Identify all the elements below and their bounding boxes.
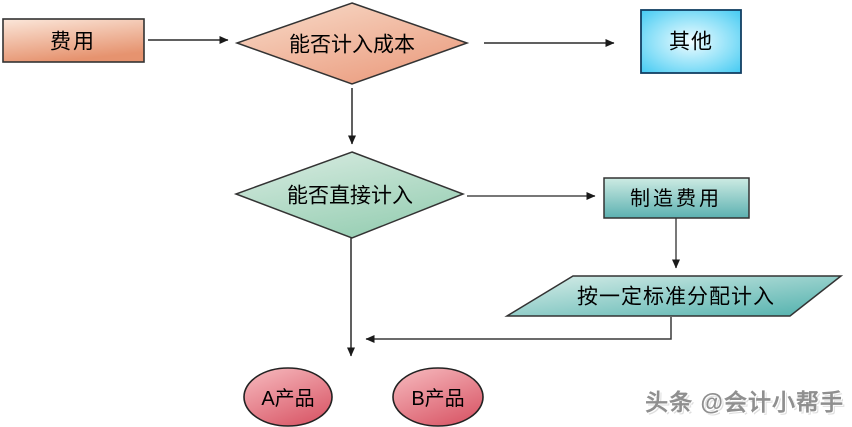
node-can-direct-include: 能否直接计入 xyxy=(233,151,466,239)
node-allocate-by-standard: 按一定标准分配计入 xyxy=(504,275,844,317)
node-product-b: B产品 xyxy=(392,367,484,427)
can-include-cost-shape xyxy=(234,2,470,85)
can-include-cost-label: 能否计入成本 xyxy=(289,34,415,57)
can-direct-include-shape xyxy=(233,151,466,239)
manufacturing-expense-label: 制造费用 xyxy=(630,187,722,210)
product-b-shape xyxy=(392,367,484,427)
other-label: 其他 xyxy=(669,31,713,54)
other-shape xyxy=(640,9,742,74)
node-can-include-cost: 能否计入成本 xyxy=(234,2,470,85)
allocate-by-standard-shape xyxy=(504,275,844,317)
node-manufacturing-expense: 制造费用 xyxy=(603,177,750,219)
product-b-label: B产品 xyxy=(411,387,464,410)
can-direct-include-label: 能否直接计入 xyxy=(287,185,413,208)
node-expense: 费用 xyxy=(2,18,145,63)
allocate-by-standard-label: 按一定标准分配计入 xyxy=(577,286,775,309)
watermark-text: 头条 @会计小帮手 xyxy=(645,389,844,415)
expense-shape xyxy=(2,18,145,63)
edge-allocate-to-products xyxy=(365,317,672,343)
manufacturing-expense-shape xyxy=(603,177,750,219)
product-a-shape xyxy=(243,367,333,427)
node-product-a: A产品 xyxy=(243,367,333,427)
product-a-label: A产品 xyxy=(261,387,314,410)
node-other: 其他 xyxy=(640,9,742,74)
expense-label: 费用 xyxy=(50,31,96,54)
